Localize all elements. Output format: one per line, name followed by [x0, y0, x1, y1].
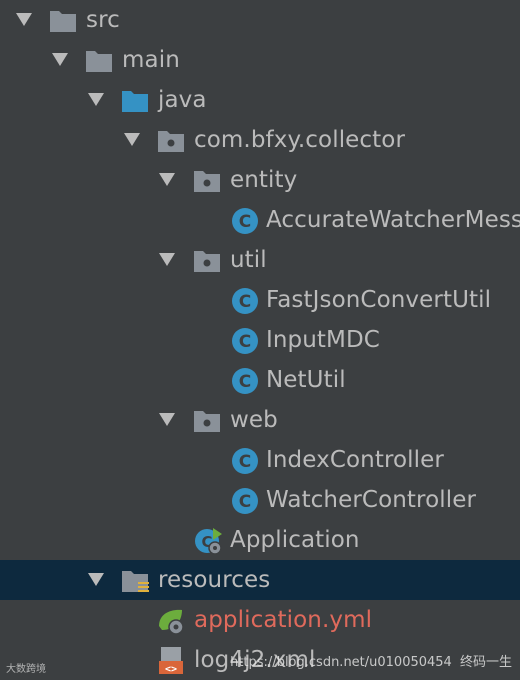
folder-icon — [86, 51, 112, 72]
tree-label-watcher-controller: WatcherController — [266, 487, 477, 513]
watermark-url: https://blog.csdn.net/u010050454 — [230, 655, 452, 670]
java-class-icon: C — [232, 488, 258, 514]
svg-text:C: C — [239, 452, 251, 472]
tree-label-java: java — [158, 87, 207, 113]
java-class-icon: C — [232, 448, 258, 474]
tree-label-fastjson: FastJsonConvertUtil — [266, 287, 492, 313]
java-class-icon: C — [232, 368, 258, 394]
tree-label-accurate-watcher: AccurateWatcherMessage — [266, 207, 520, 233]
expand-arrow-icon[interactable] — [159, 173, 175, 186]
tree-row-application[interactable]: C Application — [0, 520, 520, 560]
tree-label-entity: entity — [230, 167, 298, 193]
tree-row-watcher-controller[interactable]: C WatcherController — [0, 480, 520, 520]
expand-arrow-icon[interactable] — [88, 573, 104, 586]
expand-arrow-icon[interactable] — [16, 13, 32, 26]
expand-arrow-icon[interactable] — [159, 253, 175, 266]
svg-text:C: C — [239, 212, 251, 232]
expand-arrow-icon[interactable] — [159, 413, 175, 426]
tree-row-log4j2[interactable]: <> log4j2.xml — [0, 640, 520, 680]
tree-label-web: web — [230, 407, 278, 433]
svg-text:C: C — [239, 332, 251, 352]
java-class-icon: C — [232, 328, 258, 354]
tree-label-resources: resources — [158, 567, 271, 593]
resources-folder-icon — [122, 571, 149, 592]
tree-label-application: Application — [230, 527, 360, 553]
spring-boot-application-icon: C — [195, 528, 222, 555]
source-folder-icon — [122, 91, 148, 112]
package-folder-icon — [158, 131, 184, 152]
tree-row-resources[interactable]: resources — [0, 560, 520, 600]
expand-arrow-icon[interactable] — [88, 93, 104, 106]
folder-icon — [50, 11, 76, 32]
tree-label-inputmdc: InputMDC — [266, 327, 380, 353]
tree-row-accurate-watcher[interactable]: C AccurateWatcherMessage — [0, 200, 520, 240]
tree-row-util[interactable]: util — [0, 240, 520, 280]
expand-arrow-icon[interactable] — [52, 53, 68, 66]
expand-arrow-icon[interactable] — [124, 133, 140, 146]
tree-label-index-controller: IndexController — [266, 447, 444, 473]
svg-text:C: C — [239, 492, 251, 512]
tree-row-inputmdc[interactable]: C InputMDC — [0, 320, 520, 360]
tree-label-main: main — [122, 47, 180, 73]
tree-row-package[interactable]: com.bfxy.collector — [0, 120, 520, 160]
spring-config-file-icon — [159, 609, 184, 635]
tree-label-application-yml: application.yml — [194, 607, 373, 633]
svg-text:C: C — [239, 372, 251, 392]
svg-text:<>: <> — [165, 664, 177, 675]
package-folder-icon — [194, 251, 220, 272]
watermark-account: 终码一生 — [459, 655, 512, 670]
watermark: https://blog.csdn.net/u010050454 终码一生 — [230, 651, 512, 670]
tree-label-netutil: NetUtil — [266, 367, 346, 393]
package-folder-icon — [194, 171, 220, 192]
svg-text:C: C — [201, 533, 212, 551]
java-class-icon: C — [232, 208, 258, 234]
tree-label-util: util — [230, 247, 267, 273]
tree-row-src[interactable]: src — [0, 0, 520, 40]
tree-row-java[interactable]: java — [0, 80, 520, 120]
tree-row-main[interactable]: main — [0, 40, 520, 80]
tree-row-netutil[interactable]: C NetUtil — [0, 360, 520, 400]
tree-label-src: src — [86, 7, 120, 33]
tree-row-entity[interactable]: entity — [0, 160, 520, 200]
svg-text:C: C — [239, 292, 251, 312]
tree-row-index-controller[interactable]: C IndexController — [0, 440, 520, 480]
tree-label-package: com.bfxy.collector — [194, 127, 406, 153]
xml-file-icon: <> — [159, 647, 183, 675]
tree-label-log4j2: log4j2.xml — [194, 647, 316, 673]
tree-row-fastjson[interactable]: C FastJsonConvertUtil — [0, 280, 520, 320]
package-folder-icon — [194, 411, 220, 432]
watermark-left: 大数跨境 — [6, 664, 46, 675]
tree-row-application-yml[interactable]: application.yml — [0, 600, 520, 640]
java-class-icon: C — [232, 288, 258, 314]
tree-row-web[interactable]: web — [0, 400, 520, 440]
